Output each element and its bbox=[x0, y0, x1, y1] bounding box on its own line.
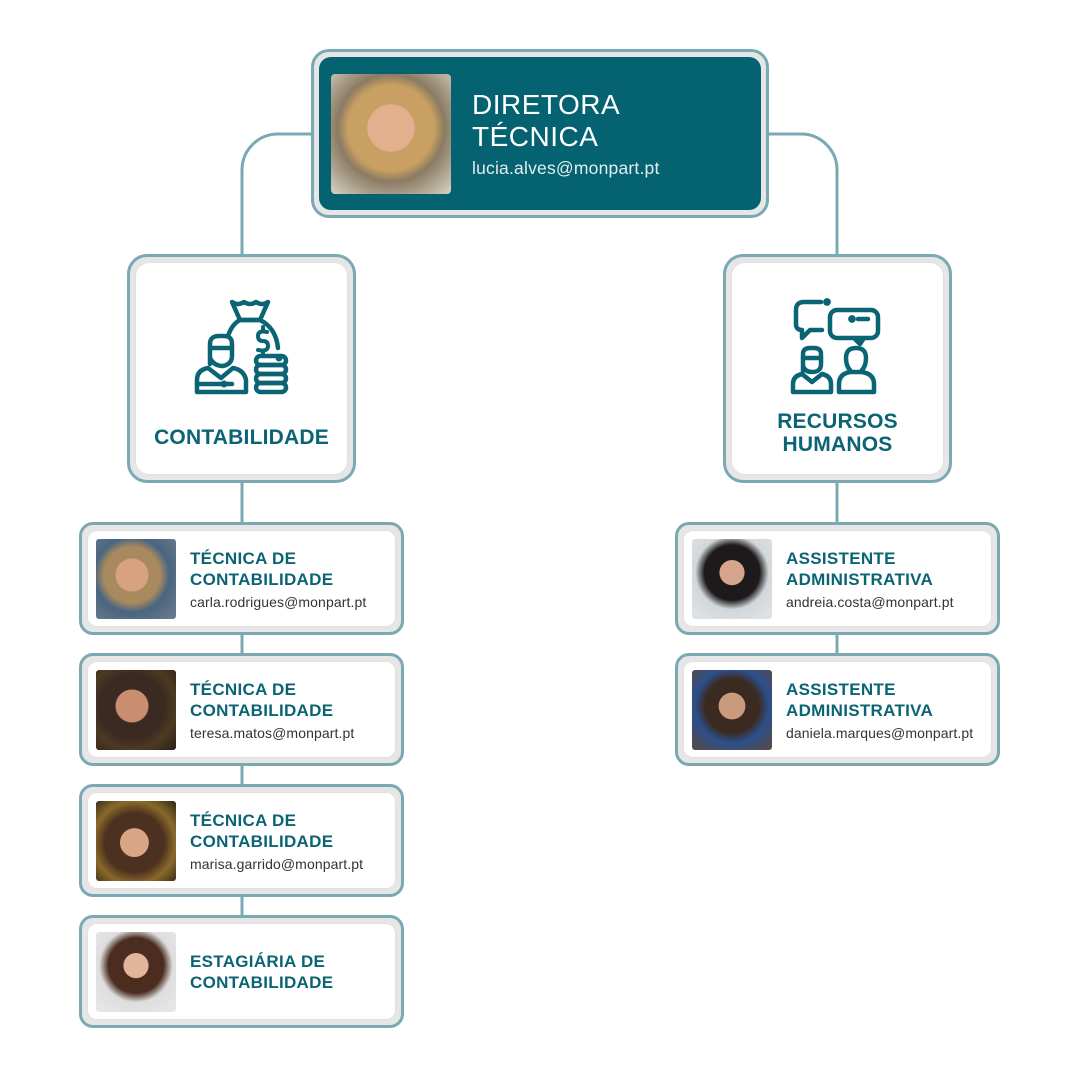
member-email[interactable]: marisa.garrido@monpart.pt bbox=[190, 855, 364, 872]
member-card[interactable]: ASSISTENTE ADMINISTRATIVA daniela.marque… bbox=[675, 653, 1000, 766]
member-email[interactable]: carla.rodrigues@monpart.pt bbox=[190, 593, 367, 610]
department-card-contabilidade[interactable]: CONTABILIDADE bbox=[127, 254, 356, 483]
member-role: TÉCNICA DE CONTABILIDADE bbox=[190, 810, 334, 851]
member-role: ASSISTENTE ADMINISTRATIVA bbox=[786, 679, 934, 720]
member-email[interactable]: daniela.marques@monpart.pt bbox=[786, 724, 974, 741]
member-card[interactable]: TÉCNICA DE CONTABILIDADE carla.rodrigues… bbox=[79, 522, 404, 635]
department-label: RECURSOS HUMANOS bbox=[777, 410, 898, 456]
director-card[interactable]: DIRETORA TÉCNICA lucia.alves@monpart.pt bbox=[311, 49, 769, 218]
member-role: TÉCNICA DE CONTABILIDADE bbox=[190, 679, 334, 720]
member-photo bbox=[96, 538, 176, 619]
member-role: TÉCNICA DE CONTABILIDADE bbox=[190, 548, 334, 589]
member-photo bbox=[96, 800, 176, 881]
member-role: ESTAGIÁRIA DE CONTABILIDADE bbox=[190, 951, 334, 992]
member-photo bbox=[692, 669, 772, 750]
member-card[interactable]: ESTAGIÁRIA DE CONTABILIDADE bbox=[79, 915, 404, 1028]
member-role: ASSISTENTE ADMINISTRATIVA bbox=[786, 548, 934, 589]
people-conversation-icon bbox=[790, 298, 880, 395]
director-role: DIRETORA TÉCNICA bbox=[472, 88, 619, 152]
director-email[interactable]: lucia.alves@monpart.pt bbox=[472, 157, 660, 178]
member-email[interactable]: andreia.costa@monpart.pt bbox=[786, 593, 954, 610]
member-card[interactable]: TÉCNICA DE CONTABILIDADE teresa.matos@mo… bbox=[79, 653, 404, 766]
director-photo bbox=[331, 73, 451, 194]
member-photo bbox=[96, 931, 176, 1012]
member-email[interactable]: teresa.matos@monpart.pt bbox=[190, 724, 355, 741]
member-card[interactable]: ASSISTENTE ADMINISTRATIVA andreia.costa@… bbox=[675, 522, 1000, 635]
member-photo bbox=[96, 669, 176, 750]
department-label: CONTABILIDADE bbox=[154, 426, 329, 449]
member-card[interactable]: TÉCNICA DE CONTABILIDADE marisa.garrido@… bbox=[79, 784, 404, 897]
director-card-face: DIRETORA TÉCNICA lucia.alves@monpart.pt bbox=[319, 57, 761, 210]
accountant-money-bag-icon bbox=[194, 299, 288, 395]
member-photo bbox=[692, 538, 772, 619]
department-card-recursos-humanos[interactable]: RECURSOS HUMANOS bbox=[723, 254, 952, 483]
